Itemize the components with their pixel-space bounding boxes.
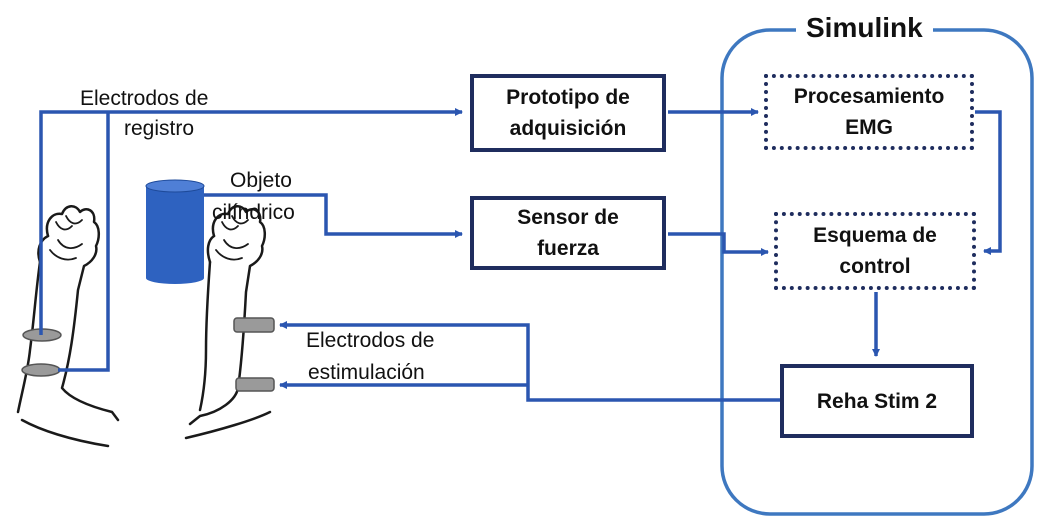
label-objeto-line2: cilíndrico [212,201,295,224]
electrode-band-icon [21,363,61,377]
connector-objeto-to-sensor [204,193,463,238]
sensor-fuerza-block: Sensor de fuerza [470,196,666,270]
simulink-group-title: Simulink [796,8,933,48]
prototipo-adquisicion-block: Prototipo de adquisición [470,74,666,152]
esquema-control-block: Esquema de control [774,212,976,290]
connector-sensor-to-esquema [668,232,769,256]
connector-registro-lower [58,112,110,372]
reha-stim-block: Reha Stim 2 [780,364,974,438]
connector-reha-to-estim-upper [279,321,780,402]
label-electrodos-registro-line1: Electrodos de [80,87,209,110]
label-objeto-line1: Objeto [230,169,292,192]
left-arm-icon [16,205,120,448]
connector-procesamiento-to-esquema [975,110,1002,255]
label-electrodos-registro-line2: registro [124,117,195,140]
electrode-band-icon [233,317,275,333]
electrode-band-icon [235,377,275,392]
label-electrodos-estimulacion-line1: Electrodos de [306,329,435,352]
connector-registro-to-prototipo [39,108,463,335]
procesamiento-emg-block: Procesamiento EMG [764,74,974,150]
cylinder-object-icon [145,179,205,284]
label-electrodos-estimulacion-line2: estimulación [308,361,425,384]
